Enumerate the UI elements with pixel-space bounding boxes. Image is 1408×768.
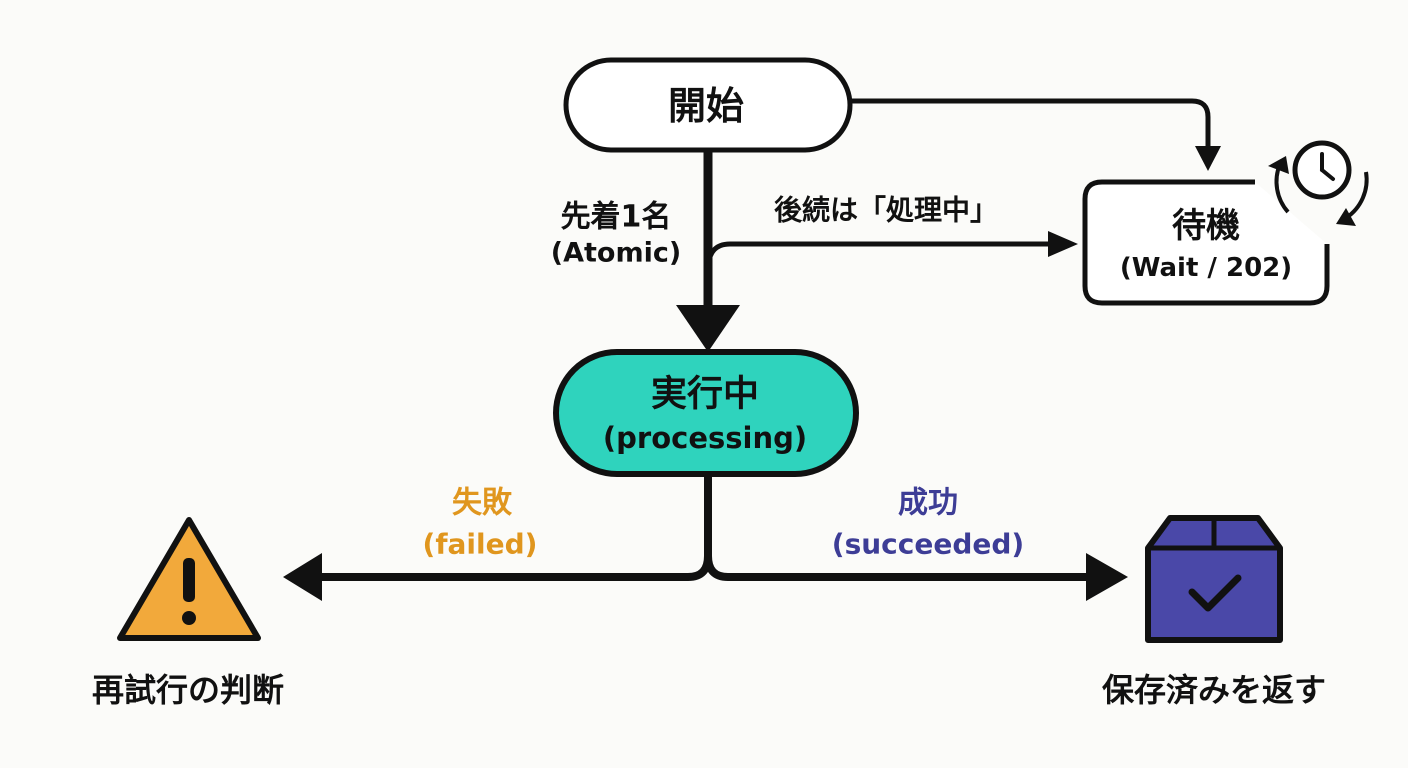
warning-icon	[117, 517, 261, 641]
node-processing-sublabel: (processing)	[603, 421, 807, 455]
edge-succeeded-sublabel: (succeeded)	[832, 528, 1024, 561]
arrowhead-succeeded	[1086, 553, 1128, 601]
edge-start-to-wait	[852, 98, 1211, 150]
arrowhead-processing	[676, 305, 740, 352]
checked-box-icon	[1145, 515, 1283, 643]
node-wait-label: 待機	[1172, 206, 1240, 246]
edge-failed-sublabel: (failed)	[423, 528, 538, 561]
node-start-label: 開始	[668, 84, 744, 128]
node-retry-label: 再試行の判断	[92, 671, 284, 709]
arrowhead-wait-top	[1195, 146, 1221, 171]
node-wait	[1082, 179, 1330, 306]
node-start	[563, 57, 853, 153]
arrowhead-wait-side	[1048, 231, 1078, 257]
edge-first-sublabel: (Atomic)	[551, 238, 681, 269]
arrowhead-failed	[283, 553, 322, 601]
edge-subsequent-label: 後続は「処理中」	[774, 194, 998, 227]
node-processing	[553, 349, 859, 477]
edge-succeeded	[704, 555, 1092, 581]
node-saved-label: 保存済みを返す	[1102, 671, 1326, 709]
node-processing-label: 実行中	[651, 374, 759, 415]
clock-refresh-icon	[1268, 140, 1369, 226]
edge-trunk-to-wait	[705, 241, 1052, 271]
edge-failed-label: 失敗	[452, 486, 513, 521]
edge-first-label: 先着1名	[561, 200, 672, 235]
node-wait-sublabel: (Wait / 202)	[1120, 253, 1292, 283]
edge-succeeded-label: 成功	[898, 486, 958, 521]
